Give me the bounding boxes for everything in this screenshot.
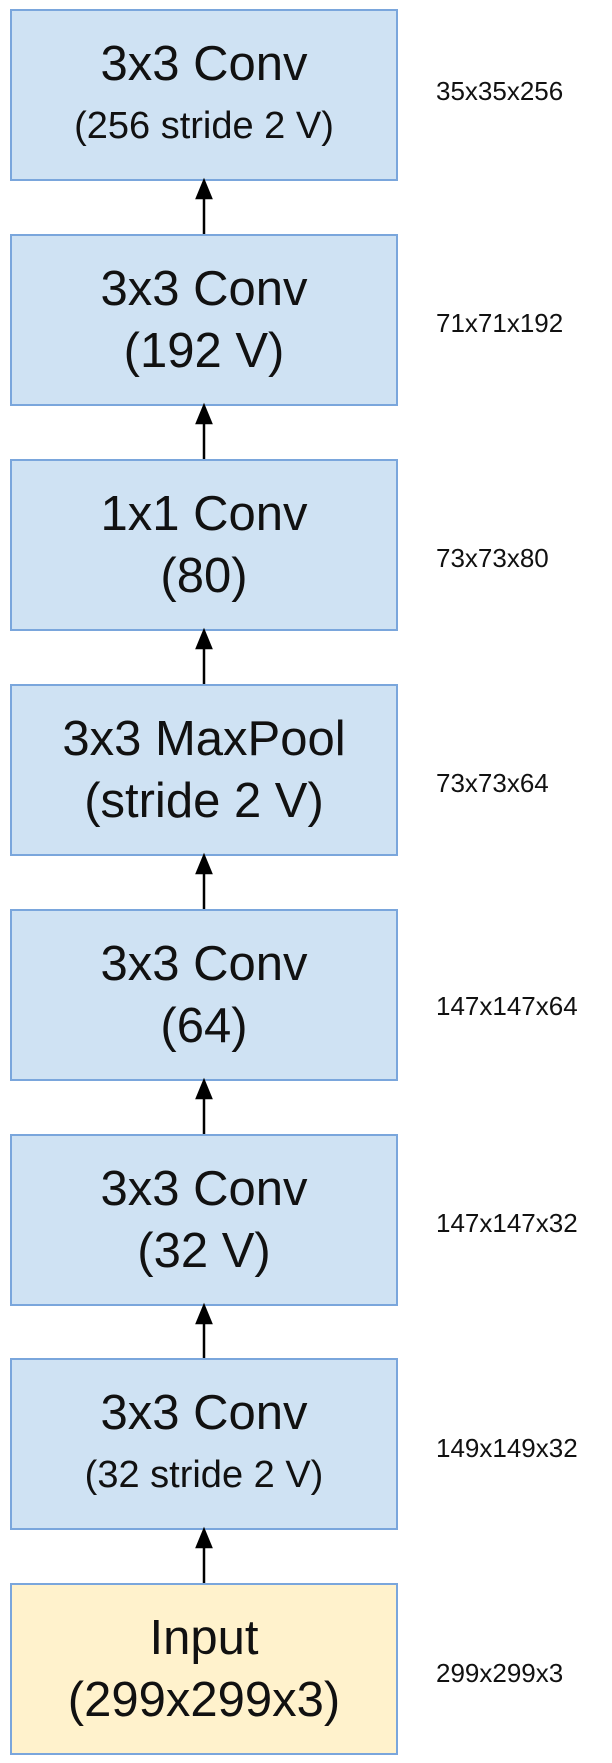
layer-title: 3x3 MaxPool — [62, 712, 346, 766]
layer-params: (stride 2 V) — [84, 774, 324, 828]
output-dims: 149x149x32 — [436, 1433, 578, 1463]
layer-params: (32 stride 2 V) — [84, 1454, 324, 1496]
layer-params: (192 V) — [123, 324, 285, 378]
output-dims: 147x147x64 — [436, 991, 578, 1021]
arrow-up-icon — [195, 1077, 213, 1134]
arrow-up-icon — [195, 627, 213, 684]
output-dims: 147x147x32 — [436, 1208, 578, 1238]
layer-box-conv-192: 3x3 Conv (192 V) — [10, 234, 398, 406]
layer-box-conv-80: 1x1 Conv (80) — [10, 459, 398, 631]
input-title: Input — [149, 1611, 259, 1665]
output-dims: 35x35x256 — [436, 76, 564, 106]
layer-box-conv-64: 3x3 Conv (64) — [10, 909, 398, 1081]
output-dims: 299x299x3 — [436, 1658, 564, 1688]
layer-title: 3x3 Conv — [100, 37, 308, 91]
arrow-up-icon — [195, 177, 213, 234]
layer-params: (80) — [160, 549, 248, 603]
layer-box-conv-256-stride2: 3x3 Conv (256 stride 2 V) — [10, 9, 398, 181]
arrow-up-icon — [195, 1526, 213, 1583]
layer-title: 1x1 Conv — [100, 487, 308, 541]
layer-title: 3x3 Conv — [100, 937, 308, 991]
arrow-up-icon — [195, 402, 213, 459]
arrow-up-icon — [195, 852, 213, 909]
layer-params: (256 stride 2 V) — [74, 105, 334, 147]
output-dims: 73x73x80 — [436, 543, 549, 573]
input-box: Input (299x299x3) — [10, 1583, 398, 1755]
arrow-up-icon — [195, 1302, 213, 1358]
layer-box-conv-32: 3x3 Conv (32 V) — [10, 1134, 398, 1306]
layer-title: 3x3 Conv — [100, 1386, 308, 1440]
output-dims: 71x71x192 — [436, 308, 564, 338]
layer-box-maxpool: 3x3 MaxPool (stride 2 V) — [10, 684, 398, 856]
output-dims: 73x73x64 — [436, 768, 549, 798]
layer-title: 3x3 Conv — [100, 262, 308, 316]
input-shape: (299x299x3) — [67, 1673, 341, 1727]
layer-params: (64) — [160, 999, 248, 1053]
layer-params: (32 V) — [137, 1224, 271, 1278]
layer-box-conv-32-stride2: 3x3 Conv (32 stride 2 V) — [10, 1358, 398, 1530]
layer-title: 3x3 Conv — [100, 1162, 308, 1216]
